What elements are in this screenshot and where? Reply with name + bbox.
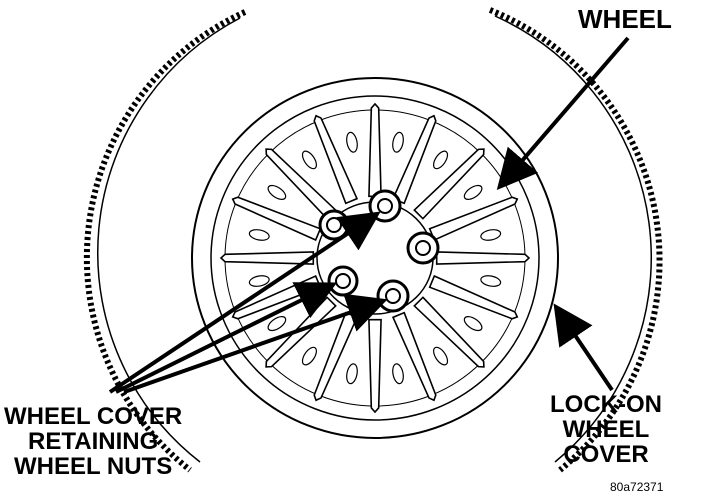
spoke-slot	[463, 184, 483, 200]
arrow-nut-top	[108, 211, 381, 394]
spoke	[313, 311, 359, 402]
spoke	[313, 114, 359, 205]
spoke-slot	[463, 316, 483, 332]
spoke	[428, 196, 519, 242]
label-line: WHEEL NUTS	[14, 453, 173, 481]
spoke-slot	[346, 131, 358, 153]
wheel-nut-top	[368, 189, 402, 223]
spoke	[368, 318, 382, 414]
wheel-nut-bottom	[376, 279, 410, 313]
spoke-slot	[480, 229, 502, 241]
figure-code: 80a72371	[610, 480, 664, 494]
spoke	[219, 251, 315, 265]
spoke-slot	[480, 275, 502, 287]
spoke	[391, 311, 437, 402]
spoke-slot	[267, 316, 287, 332]
label-line: LOCK-ON	[550, 391, 662, 418]
tire-right-arc	[488, 7, 663, 473]
leader-arrows	[108, 36, 630, 394]
arrow-wheel	[496, 36, 630, 191]
label-wheel-cover-retaining-nuts: WHEEL COVER RETAINING WHEEL NUTS	[4, 404, 182, 480]
spoke-slot	[433, 150, 449, 170]
spoke	[368, 102, 382, 198]
spoke	[265, 148, 337, 220]
arrow-lock-on-cover	[553, 303, 614, 392]
tire	[83, 7, 663, 473]
label-line: WHEEL COVER	[4, 403, 183, 430]
spoke-slot	[346, 363, 358, 385]
arrow-nut-left	[115, 282, 338, 394]
label-line: WHEEL	[562, 416, 650, 444]
spoke	[265, 296, 337, 368]
spoke	[413, 148, 485, 220]
spoke-slot	[248, 275, 270, 287]
spoke	[231, 196, 322, 242]
spoke-slot	[433, 346, 449, 366]
spoke-slot	[301, 346, 317, 366]
spoke	[413, 296, 485, 368]
spoke-slot	[392, 131, 404, 153]
tire-left-arc	[83, 9, 247, 473]
arrow-nut-bottom	[123, 293, 388, 394]
spoke-slot	[267, 184, 287, 200]
spoke-slot	[301, 150, 317, 170]
wheel-spokes	[219, 102, 531, 414]
spoke	[435, 251, 531, 265]
label-line: COVER	[563, 441, 649, 469]
spoke-slot	[248, 229, 270, 241]
label-lock-on-wheel-cover: LOCK-ON WHEEL COVER	[550, 392, 662, 468]
wheel-nut-left-bottom	[327, 265, 359, 297]
spoke-slot	[392, 363, 404, 385]
wheel-nut-right	[406, 231, 440, 265]
label-wheel: WHEEL	[578, 4, 672, 34]
spoke	[391, 114, 437, 205]
label-line: RETAINING	[28, 428, 159, 456]
spoke	[428, 274, 519, 320]
